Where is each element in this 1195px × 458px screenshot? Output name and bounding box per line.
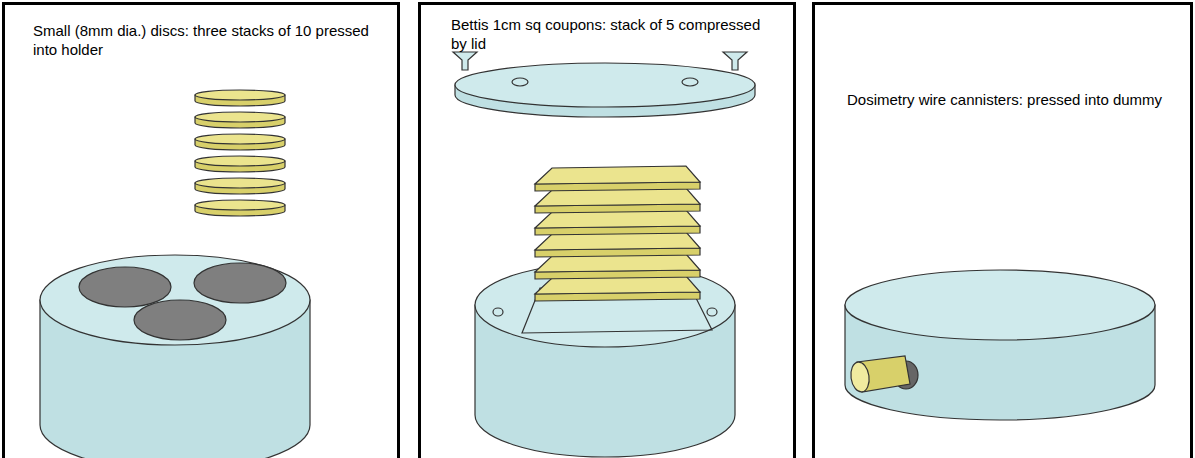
panel-frame: Dosimetry wire cannisters: pressed into … [812,2,1193,458]
lid-part [455,63,755,107]
coupon-stack-part [535,166,700,184]
coupon-holder-part [475,263,735,347]
coupon-holder-part [707,308,717,316]
disc-stack-part [195,90,285,100]
panel-caption: Small (8mm dia.) discs: three stacks of … [33,21,378,59]
coupon-holder-part [493,308,503,316]
panel-frame: Bettis 1cm sq coupons: stack of 5 compre… [418,2,796,458]
dummy-part [845,270,1155,340]
lid-part [682,78,698,86]
screws-part [453,52,477,70]
panel-frame: Small (8mm dia.) discs: three stacks of … [2,2,400,458]
panel-caption: Bettis 1cm sq coupons: stack of 5 compre… [451,15,771,53]
disc-holder-part [79,267,171,307]
dummy [845,270,1155,420]
disc-stack-part [195,178,285,188]
disc-stack-part [195,200,285,210]
panel-caption: Dosimetry wire cannisters: pressed into … [847,90,1167,109]
disc-holder-part [134,300,226,340]
disc-stack-part [195,134,285,144]
disc-holder-part [194,263,286,303]
disc-stack [195,90,285,216]
coupon-stack [535,166,700,301]
coupon-holder [475,263,735,457]
disc-stack-part [195,156,285,166]
screws [453,52,747,70]
dummy-part [849,361,871,393]
disc-holder [40,255,310,458]
disc-stack-part [195,112,285,122]
disc-holder-part [40,255,310,345]
lid [455,63,755,117]
lid-part [512,78,528,86]
screws-part [723,52,747,70]
